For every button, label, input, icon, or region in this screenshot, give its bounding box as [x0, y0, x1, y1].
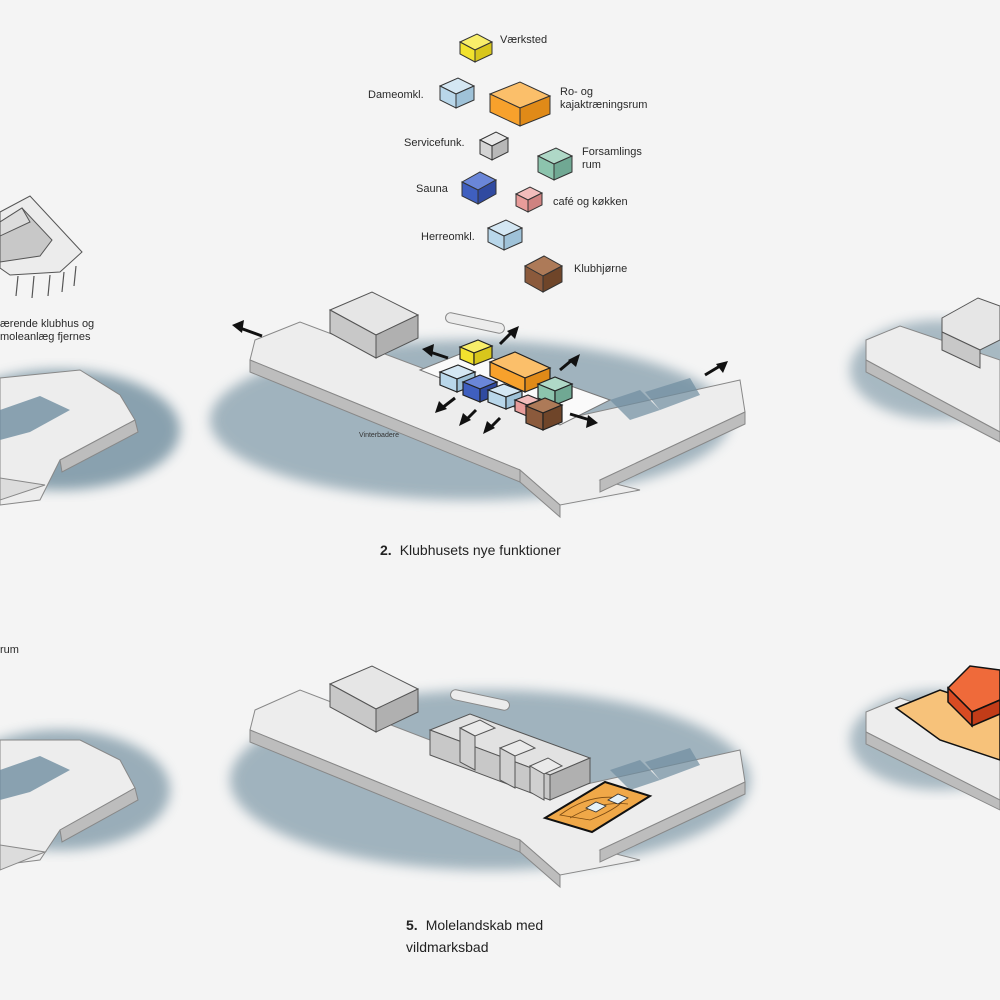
- panel-1-existing: [0, 195, 180, 506]
- legend-sauna-icon: [460, 171, 498, 205]
- panel-2-new-functions: [210, 291, 746, 519]
- panel-4-fragment: rum: [0, 644, 19, 656]
- panel-2-caption: 2. Klubhusets nye funktioner: [380, 539, 561, 561]
- legend-cafe-icon: [514, 186, 544, 213]
- legend-forsamlings-icon: [536, 147, 574, 181]
- legend-label-cafe: café og køkken: [553, 196, 628, 208]
- direction-arrows: [232, 320, 728, 434]
- red-building-massing: [946, 665, 1000, 728]
- legend-icons: [438, 33, 574, 293]
- block-ro-kajak: [488, 351, 552, 393]
- new-clubhouse-massing: [428, 713, 592, 801]
- legend-klubhjorne-icon: [523, 255, 564, 293]
- legend-label-forsamlings: Forsamlings rum: [582, 146, 642, 171]
- legend-label-sauna: Sauna: [416, 183, 448, 195]
- panel-6-partial: [850, 665, 1000, 811]
- existing-gray-building: [328, 665, 420, 733]
- legend-ro-kajak-icon: [488, 81, 552, 127]
- old-clubhouse: [0, 195, 83, 299]
- legend-herreomkl-icon: [486, 219, 524, 251]
- panel-5-landscape: [230, 665, 750, 889]
- legend-label-vaerksted: Værksted: [500, 34, 548, 46]
- legend-label-herreomkl: Herreomkl.: [421, 231, 475, 243]
- legend-label-klubhjorne: Klubhjørne: [574, 263, 628, 275]
- panel-2-number: 2.: [380, 542, 392, 558]
- panel-5-caption: 5.Molelandskab med vildmarksbad: [406, 914, 543, 958]
- panel-3-partial: [850, 297, 1000, 443]
- panel-5-title: Molelandskab med vildmarksbad: [406, 917, 544, 955]
- legend-label-ro-kajak: Ro- og kajaktræningsrum: [560, 86, 648, 111]
- legend-vaerksted-icon: [458, 33, 494, 63]
- vinterbadere-label: Vinterbadere: [359, 432, 399, 439]
- wild-bath-area: [542, 780, 653, 834]
- block-vaerksted: [458, 339, 494, 366]
- functions-cluster: [438, 339, 574, 431]
- legend-dameomkl-icon: [438, 77, 476, 109]
- panel-1-note: ærende klubhus og moleanlæg fjernes: [0, 318, 95, 343]
- block-klubhjorne: [524, 397, 564, 431]
- existing-gray-building: [328, 291, 420, 359]
- panel-4-partial: [0, 730, 170, 871]
- legend-label-servicefunk: Servicefunk.: [404, 137, 465, 149]
- legend-label-dameomkl: Dameomkl.: [368, 89, 424, 101]
- panel-2-title: Klubhusets nye funktioner: [399, 542, 561, 558]
- panel-5-number: 5.: [406, 917, 418, 933]
- legend-servicefunk-icon: [478, 131, 510, 161]
